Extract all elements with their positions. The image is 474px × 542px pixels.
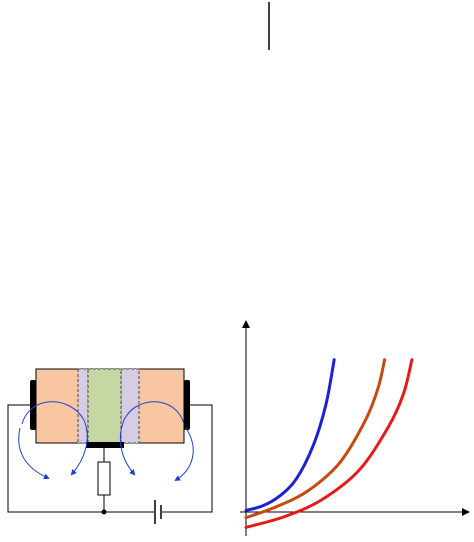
series-line-2 — [244, 358, 387, 520]
gate-electrode — [86, 442, 124, 448]
iv-chart — [240, 320, 470, 536]
right-electrode — [184, 380, 190, 430]
current-arrow-right-inner — [119, 401, 185, 476]
series-line-1 — [244, 358, 336, 512]
current-arrow-left-inner — [21, 401, 88, 476]
current-arrow-right-outer — [174, 427, 194, 482]
current-arrow-left-outer — [18, 427, 50, 480]
gate-resistor — [97, 461, 111, 496]
series-layer — [244, 358, 414, 529]
series-line-3 — [244, 358, 414, 529]
channel-region — [87, 368, 122, 444]
right-wire — [162, 404, 213, 513]
jfet-device-diagram — [7, 368, 213, 524]
left-electrode — [30, 380, 36, 430]
left-wire — [7, 404, 104, 513]
